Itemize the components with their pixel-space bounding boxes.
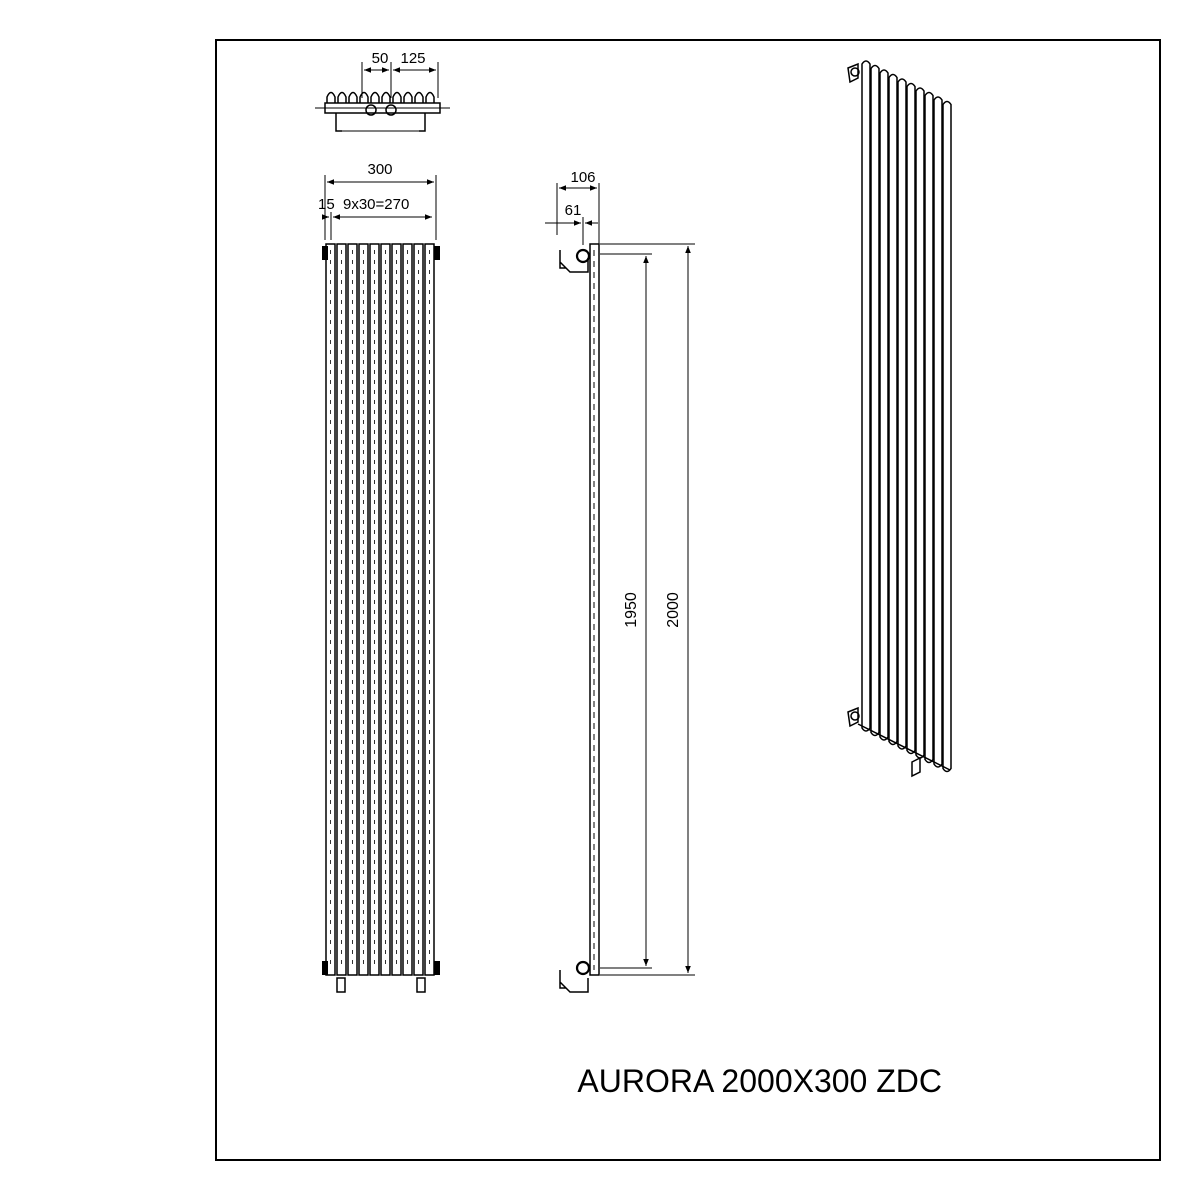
top-view-connection-left — [365, 104, 377, 116]
front-view: 300 15 9x30=270 — [318, 161, 440, 993]
iso-bracket-bottom-right — [911, 756, 921, 778]
side-view-body — [589, 243, 600, 976]
dim-depth-label: 106 — [570, 169, 595, 186]
front-view-tube — [358, 243, 369, 976]
top-view-tube-cap — [403, 91, 413, 103]
side-view-bracket-top — [559, 250, 589, 273]
front-view-tube — [325, 243, 336, 976]
top-view-bracket-left — [335, 113, 342, 132]
front-view-plug-top-left — [322, 246, 328, 260]
iso-tube — [933, 96, 943, 768]
top-view: 50 125 — [315, 50, 450, 132]
front-view-tube — [402, 243, 413, 976]
dim-inlet-label: 50 — [372, 50, 389, 67]
dim-centres-label: 1950 — [623, 592, 640, 628]
top-view-tube-cap — [381, 91, 391, 103]
front-view-tube — [369, 243, 380, 976]
iso-bottom-edge — [857, 723, 951, 771]
side-view-connection-top — [575, 248, 591, 264]
iso-tube — [879, 69, 889, 741]
front-view-tube — [347, 243, 358, 976]
front-view-plug-bottom-left — [322, 961, 328, 975]
iso-tube — [888, 73, 898, 746]
top-view-tube-cap — [425, 91, 435, 103]
front-view-tube — [380, 243, 391, 976]
dim-outlet-label: 125 — [400, 50, 425, 67]
top-view-tube-cap — [392, 91, 402, 103]
dim-edge-label: 15 — [318, 196, 335, 213]
iso-tube — [942, 100, 952, 773]
dim-pitch-label: 9x30=270 — [343, 196, 409, 213]
top-view-tube-cap — [348, 91, 358, 103]
isometric-view — [847, 60, 952, 778]
top-view-connection-right — [385, 104, 397, 116]
front-view-valve-left — [336, 977, 346, 993]
iso-tube — [870, 64, 880, 737]
top-view-tube-cap — [337, 91, 347, 103]
front-view-valve-right — [416, 977, 426, 993]
top-view-tube-row — [326, 91, 435, 103]
dim-height-label: 2000 — [665, 592, 682, 628]
top-view-tube-cap — [326, 91, 336, 103]
drawing-frame — [215, 39, 1161, 1161]
top-view-tube-cap — [370, 91, 380, 103]
isometric-tube-group — [857, 60, 952, 773]
front-view-tube-group — [325, 243, 435, 976]
front-view-tube — [413, 243, 424, 976]
iso-tube — [906, 82, 916, 755]
iso-tube — [915, 87, 925, 759]
iso-bracket-bottom-left — [847, 706, 859, 728]
top-view-tube-cap — [359, 91, 369, 103]
dim-wall-label: 61 — [565, 202, 582, 219]
front-view-plug-top-right — [434, 246, 440, 260]
side-view-connection-bottom — [575, 960, 591, 976]
front-view-tube — [336, 243, 347, 976]
top-view-tube-cap — [414, 91, 424, 103]
side-view-bracket-bottom — [559, 970, 589, 993]
top-view-bracket-right — [419, 113, 426, 132]
front-view-plug-bottom-right — [434, 961, 440, 975]
front-view-tube — [391, 243, 402, 976]
iso-bracket-top — [847, 62, 859, 84]
iso-tube — [897, 78, 907, 750]
iso-tube — [861, 60, 871, 732]
side-view: 106 61 1950 2000 — [545, 169, 695, 993]
iso-tube — [924, 91, 934, 764]
drawing-title: AURORA 2000X300 ZDC — [577, 1063, 942, 1099]
front-view-tube — [424, 243, 435, 976]
dim-width-label: 300 — [367, 161, 392, 178]
